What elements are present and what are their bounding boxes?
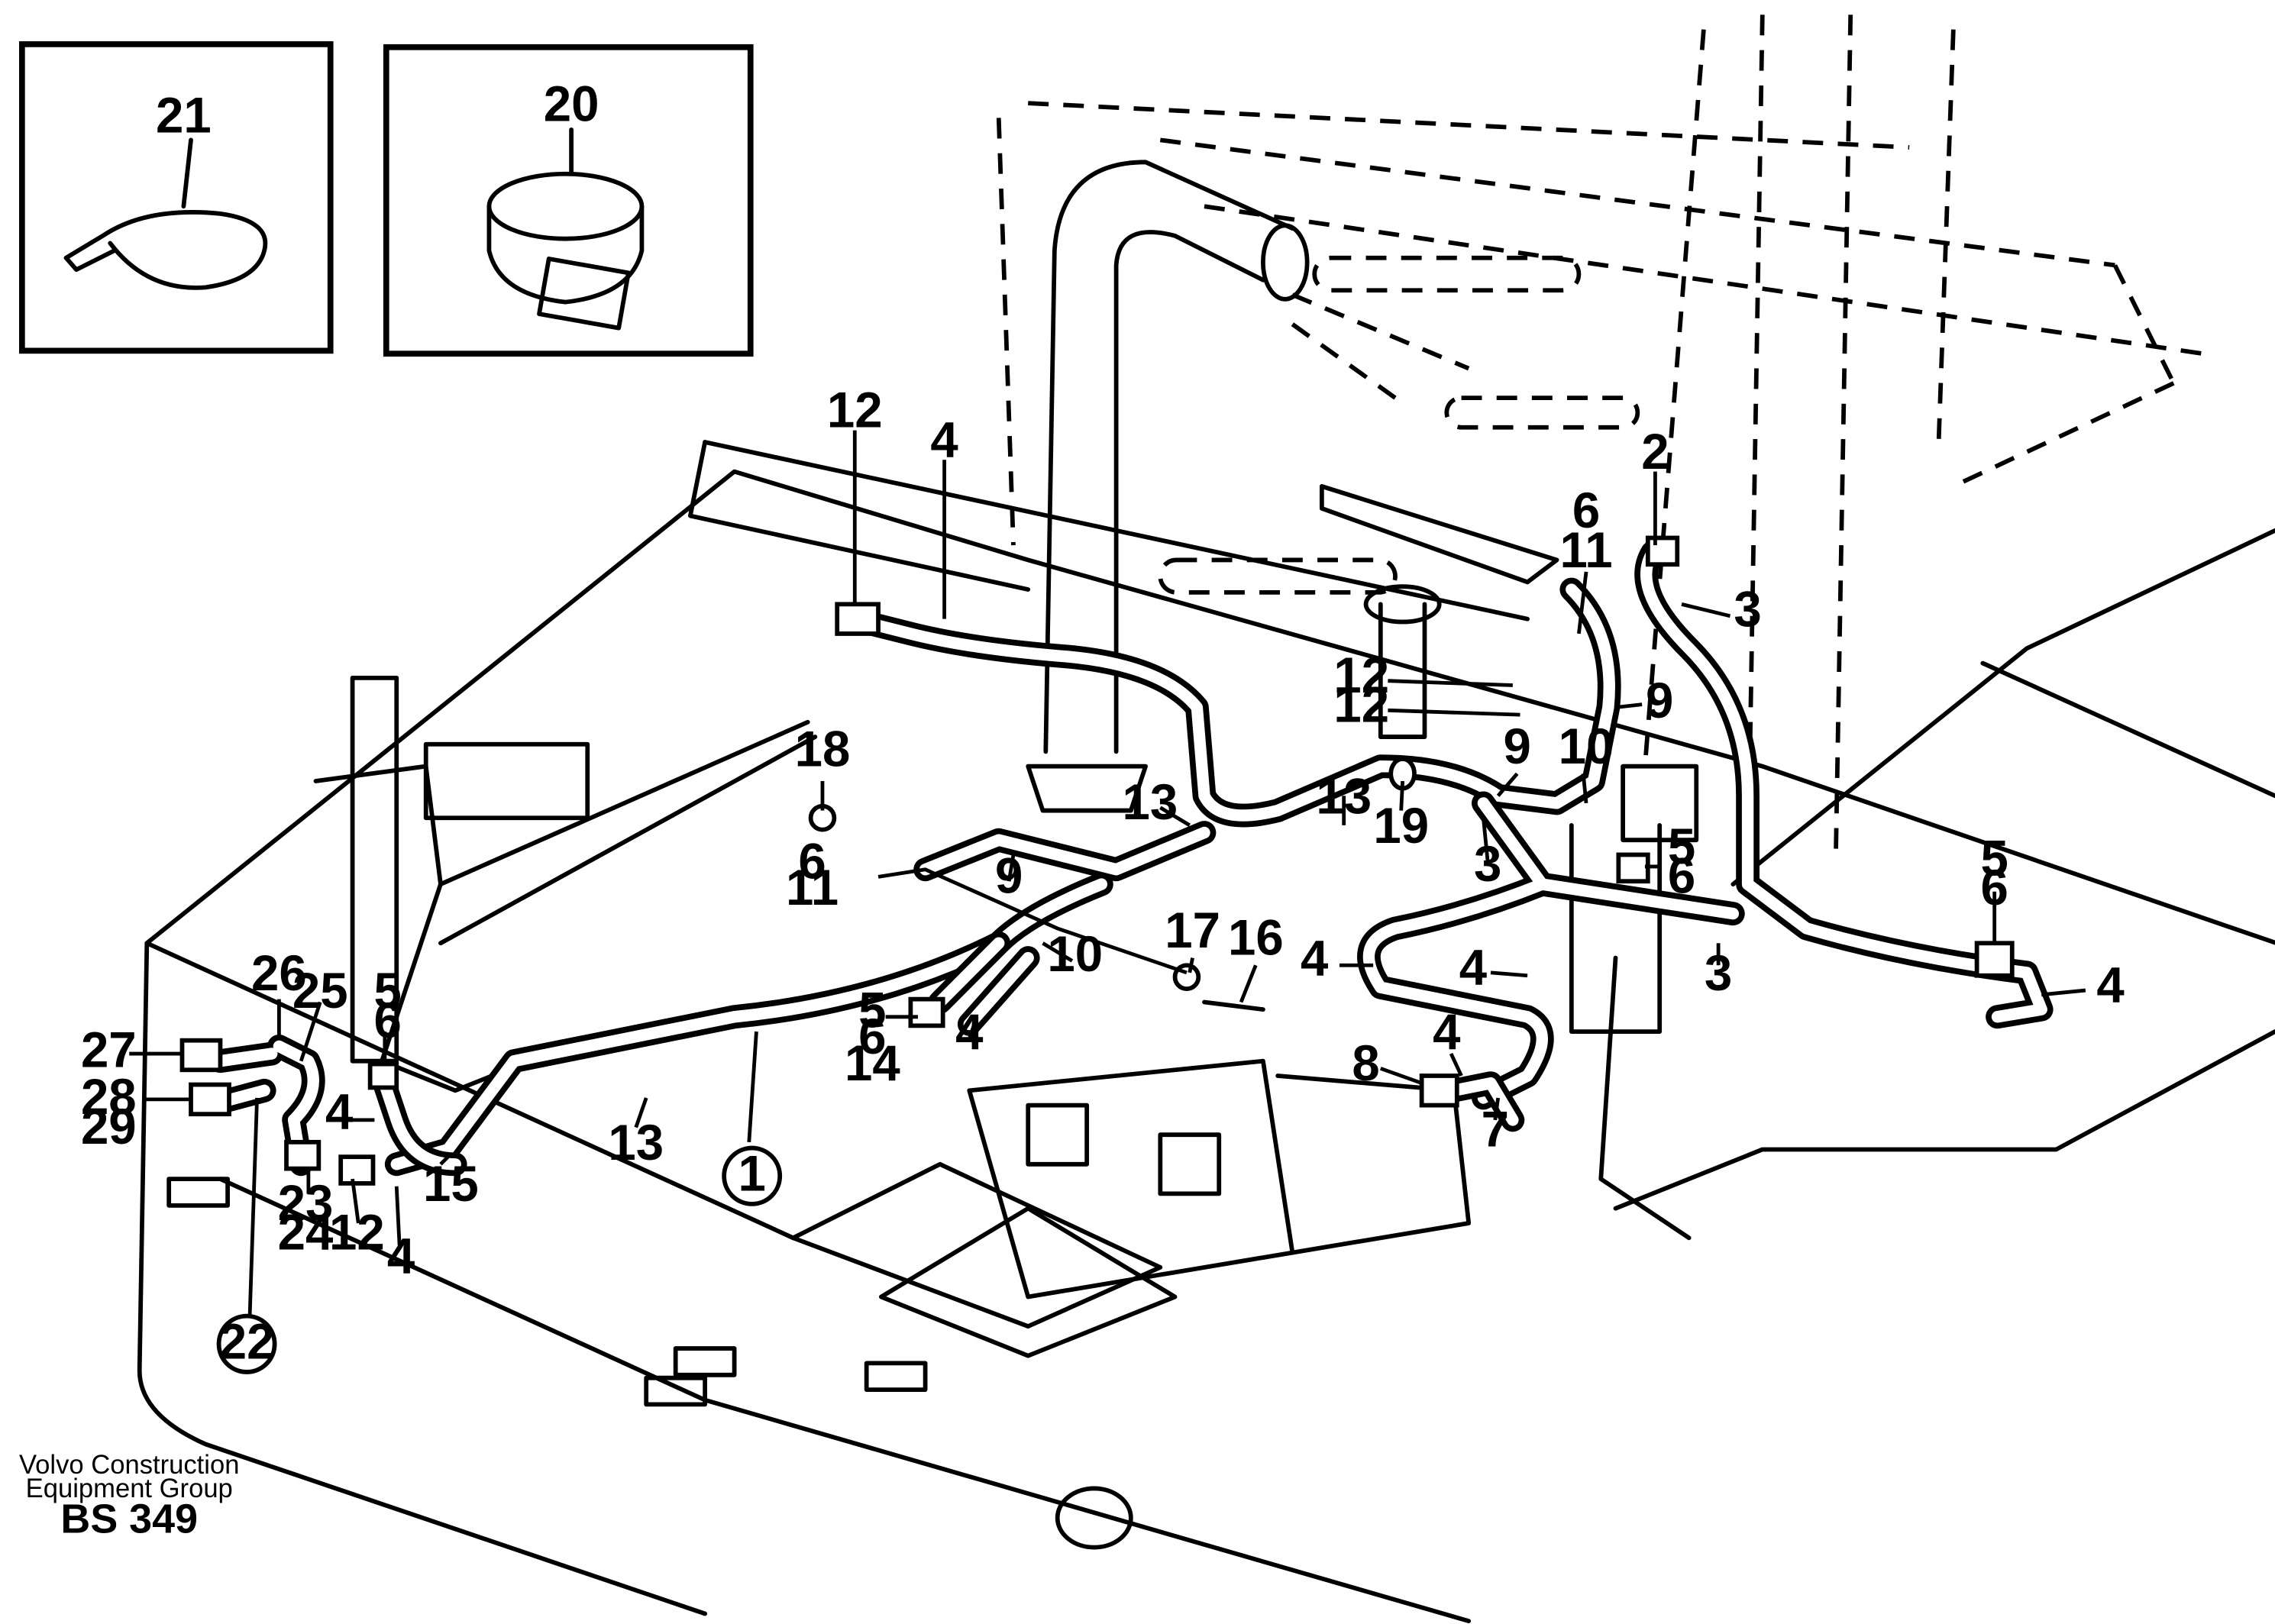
callout-5: 5 xyxy=(1980,830,2008,886)
callout-16: 16 xyxy=(1228,910,1284,966)
callout-27: 27 xyxy=(81,1022,137,1077)
cab-outline-dashed xyxy=(996,15,2204,885)
callout-29: 29 xyxy=(81,1099,137,1154)
inset-cable-tie xyxy=(19,41,334,354)
callout-12: 12 xyxy=(329,1205,385,1261)
transmission xyxy=(790,1058,1472,1358)
callout-10: 10 xyxy=(1559,718,1614,774)
callout-23: 23 xyxy=(278,1175,334,1231)
callout-12: 12 xyxy=(1333,647,1389,703)
callout-21: 21 xyxy=(156,88,212,144)
steering-bracket xyxy=(313,675,818,1093)
callout-6: 6 xyxy=(374,993,402,1048)
callout-20: 20 xyxy=(544,76,599,131)
callout-4: 4 xyxy=(1301,931,1329,986)
callout-5: 5 xyxy=(374,963,402,1019)
inset-hose-clamp xyxy=(383,44,754,357)
callout-19: 19 xyxy=(1373,798,1429,854)
callout-6: 6 xyxy=(1572,483,1600,538)
footer: Volvo Construction Equipment Group BS 34… xyxy=(19,1451,239,1542)
callout-3: 3 xyxy=(1705,945,1732,1001)
callout-28: 28 xyxy=(81,1069,137,1125)
callout-13: 13 xyxy=(1122,774,1178,830)
callout-13: 13 xyxy=(608,1115,664,1170)
callout-5: 5 xyxy=(858,982,886,1038)
callout-7: 7 xyxy=(1482,1102,1509,1157)
callout-9: 9 xyxy=(995,848,1023,904)
callout-4: 4 xyxy=(2096,957,2125,1012)
callout-13: 13 xyxy=(1316,768,1372,824)
callout-3: 3 xyxy=(1734,581,1761,637)
callout-12: 12 xyxy=(1333,677,1389,733)
cable-harness xyxy=(208,541,2054,1177)
leader-lines xyxy=(129,430,2086,1319)
callout-10: 10 xyxy=(1047,926,1103,982)
pedal-assembly xyxy=(1319,484,1699,1034)
callout-circle-1: 1 xyxy=(722,1145,783,1206)
callout-22: 22 xyxy=(219,1313,275,1369)
exhaust-pipe xyxy=(1026,160,1310,813)
callout-2: 2 xyxy=(1641,424,1669,479)
callout-5: 5 xyxy=(1668,818,1695,874)
machine-frame xyxy=(137,440,2275,1624)
company-name-line1: Volvo Construction xyxy=(19,1451,239,1480)
callout-26: 26 xyxy=(251,945,307,1001)
callout-4: 4 xyxy=(1459,939,1488,995)
callout-11: 11 xyxy=(1559,522,1612,578)
callout-24: 24 xyxy=(278,1205,334,1261)
callout-11: 11 xyxy=(786,860,839,915)
callout-25: 25 xyxy=(292,963,348,1019)
callout-3: 3 xyxy=(1474,836,1501,892)
callout-4: 4 xyxy=(930,412,958,467)
callout-labels: 21 20 12 4 2 3 6 11 12 12 9 10 9 18 13 1… xyxy=(81,76,2125,1374)
callout-17: 17 xyxy=(1165,902,1220,958)
callout-9: 9 xyxy=(1646,673,1673,728)
callout-14: 14 xyxy=(845,1035,900,1091)
callout-6: 6 xyxy=(858,1009,886,1064)
callout-6: 6 xyxy=(1980,860,2008,915)
connectors xyxy=(179,535,2015,1186)
callout-15: 15 xyxy=(423,1156,479,1212)
drawing-code: BS 349 xyxy=(60,1496,198,1542)
callout-12: 12 xyxy=(827,383,883,438)
callout-4: 4 xyxy=(1433,1004,1461,1060)
callout-4: 4 xyxy=(955,1004,984,1060)
callout-4: 4 xyxy=(325,1083,354,1139)
company-name-line2: Equipment Group xyxy=(26,1474,233,1503)
callout-1: 1 xyxy=(738,1145,765,1201)
callout-4: 4 xyxy=(387,1228,415,1284)
callout-6: 6 xyxy=(1668,848,1695,904)
callout-8: 8 xyxy=(1352,1035,1379,1091)
callout-9: 9 xyxy=(1503,718,1530,774)
callout-18: 18 xyxy=(795,722,851,777)
callout-6: 6 xyxy=(798,833,826,889)
callout-circle-22: 22 xyxy=(216,1313,277,1374)
